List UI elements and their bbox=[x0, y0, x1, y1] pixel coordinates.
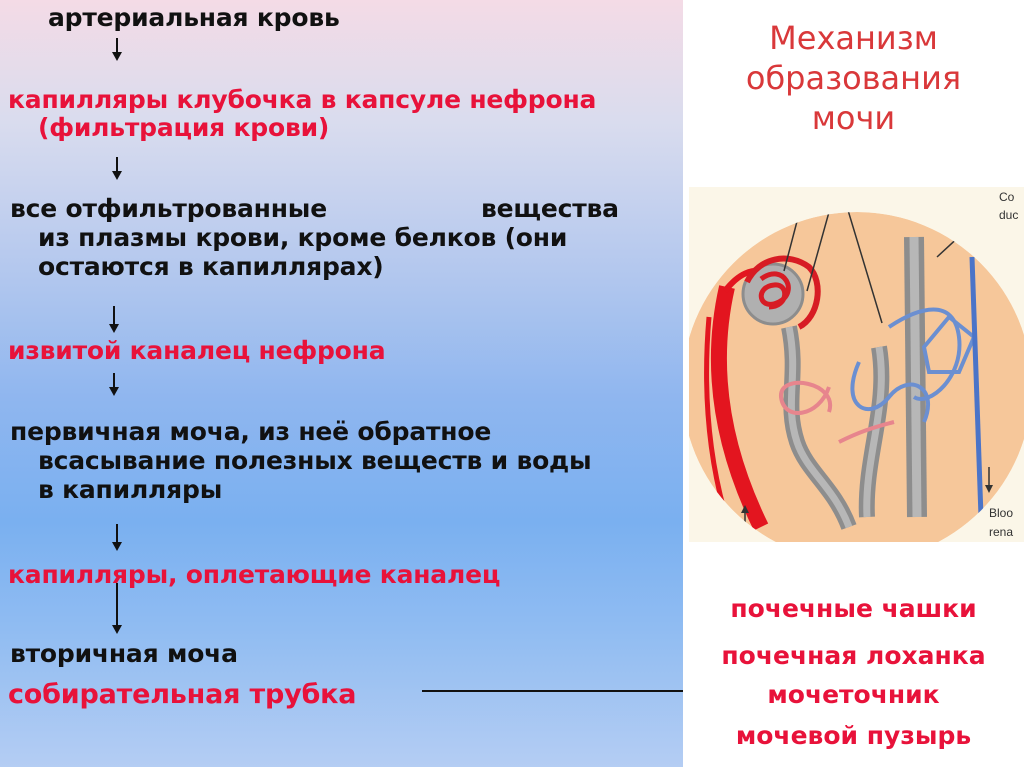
urinary-path-item: мочеточник bbox=[767, 680, 940, 709]
flow-panel: артериальная кровь капилляры клубочка в … bbox=[0, 0, 683, 767]
nephron-illustration: Co duc Bloo rena bbox=[689, 187, 1024, 542]
step-arterial-blood: артериальная кровь bbox=[48, 3, 340, 32]
title-line: мочи bbox=[811, 99, 896, 137]
urinary-path-item: почечные чашки bbox=[730, 594, 977, 623]
step-convoluted-tubule: извитой каналец нефрона bbox=[8, 336, 386, 365]
title-line: Механизм bbox=[769, 19, 938, 57]
down-arrow-icon bbox=[112, 157, 122, 180]
down-arrow-icon bbox=[112, 583, 122, 634]
step-secondary-urine: вторичная моча bbox=[10, 639, 238, 668]
urinary-path-item: мочевой пузырь bbox=[735, 721, 972, 750]
illustration-label: rena bbox=[989, 525, 1013, 539]
step-filtered-substances-word: вещества bbox=[481, 194, 619, 223]
step-into-capillaries: в капилляры bbox=[38, 475, 223, 504]
urinary-path-item: почечная лоханка bbox=[721, 641, 986, 670]
step-remain-in-capillaries: остаются в капиллярах) bbox=[38, 252, 384, 281]
illustration-label: Co bbox=[999, 190, 1015, 204]
step-filtration: (фильтрация крови) bbox=[38, 113, 330, 142]
step-primary-urine: первичная моча, из неё обратное bbox=[10, 417, 492, 446]
step-filtered-substances: все отфильтрованные bbox=[10, 194, 327, 223]
step-collecting-duct: собирательная трубка bbox=[8, 679, 357, 710]
step-reabsorption: всасывание полезных веществ и воды bbox=[38, 446, 592, 475]
down-arrow-icon bbox=[112, 524, 122, 551]
illustration-label: Bloo bbox=[989, 506, 1013, 520]
title-line: образования bbox=[745, 59, 962, 97]
slide-title: Механизм образования мочи bbox=[683, 18, 1024, 138]
step-plasma-except-proteins: из плазмы крови, кроме белков (они bbox=[38, 223, 568, 252]
illustration-label: duc bbox=[999, 208, 1018, 222]
down-arrow-icon bbox=[112, 38, 122, 61]
down-arrow-icon bbox=[109, 373, 119, 396]
step-peritubular-capillaries: капилляры, оплетающие каналец bbox=[8, 560, 501, 589]
down-arrow-icon bbox=[109, 306, 119, 333]
step-glomerular-capillaries: капилляры клубочка в капсуле нефрона bbox=[8, 85, 597, 114]
